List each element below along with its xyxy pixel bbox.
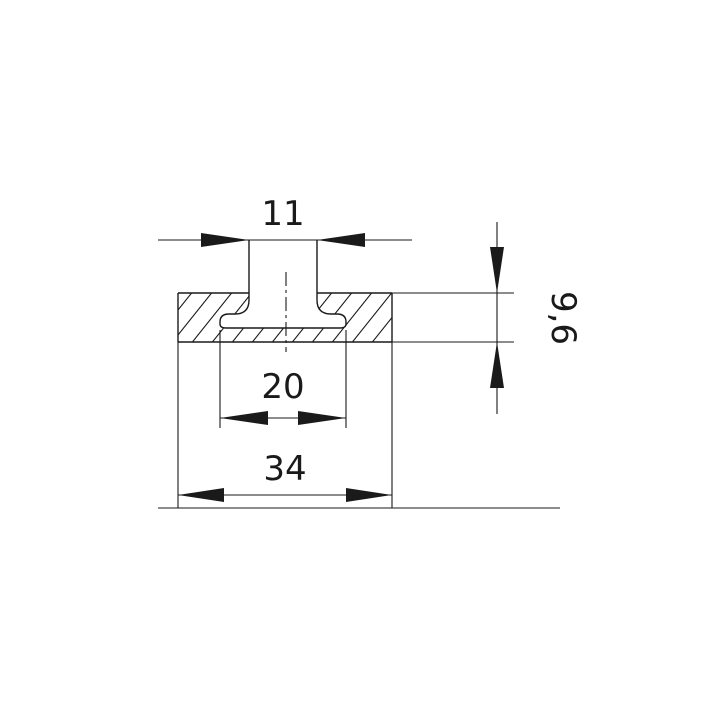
extension-lines [177, 292, 514, 508]
dimension-height: 9,6 [490, 222, 583, 414]
dim-label-slot-width: 11 [261, 194, 304, 234]
profile-outline [177, 240, 393, 343]
dimension-slot-width: 11 [158, 194, 412, 247]
dim-label-overall-width: 34 [263, 449, 306, 489]
dim-label-height: 9,6 [543, 291, 583, 345]
dim-label-head-width: 20 [261, 367, 304, 407]
dimension-overall-width: 34 [178, 449, 392, 502]
dimension-head-width: 20 [220, 367, 346, 425]
